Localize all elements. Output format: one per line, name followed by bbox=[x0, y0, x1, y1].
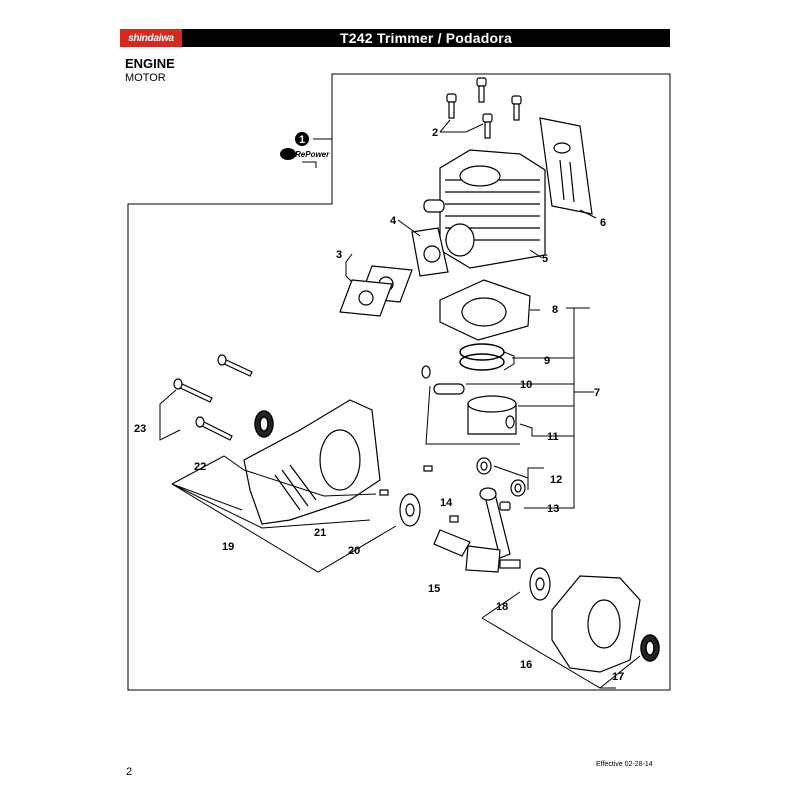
piston-assembly bbox=[421, 365, 517, 435]
callout-21: 21 bbox=[314, 527, 326, 539]
section-title: ENGINE bbox=[125, 56, 175, 71]
heat-shield bbox=[539, 117, 593, 215]
repower-badge: 1 RePower bbox=[280, 132, 332, 168]
callout-19: 19 bbox=[222, 541, 234, 553]
callout-14: 14 bbox=[440, 497, 453, 509]
cylinder bbox=[423, 149, 546, 269]
callout-12: 12 bbox=[550, 474, 562, 486]
cylinder-screws bbox=[446, 77, 522, 139]
badge-number: 1 bbox=[299, 134, 305, 146]
brand-logo: shindaiwa bbox=[120, 29, 182, 47]
crankshaft bbox=[433, 487, 521, 573]
callout-20: 20 bbox=[348, 545, 360, 557]
callout-16: 16 bbox=[520, 659, 532, 671]
diagram-frame bbox=[127, 73, 671, 691]
callout-2: 2 bbox=[432, 127, 438, 139]
callout-13: 13 bbox=[547, 503, 559, 515]
callout-11: 11 bbox=[547, 431, 559, 443]
callout-22: 22 bbox=[194, 461, 206, 473]
crankcase-left bbox=[243, 399, 381, 525]
callout-18: 18 bbox=[496, 601, 508, 613]
crankcase-bolts bbox=[173, 354, 253, 441]
oil-seals bbox=[254, 410, 660, 662]
piston-rings bbox=[459, 343, 505, 371]
badge-brand-text: RePower bbox=[295, 150, 330, 159]
callout-8: 8 bbox=[552, 304, 558, 316]
page-number: 2 bbox=[126, 766, 133, 778]
effective-date: Effective 02-28-14 bbox=[596, 761, 653, 768]
section-subtitle: MOTOR bbox=[125, 72, 166, 84]
cylinder-gasket bbox=[439, 279, 531, 341]
callout-3: 3 bbox=[336, 249, 342, 261]
main-bearings bbox=[379, 465, 551, 601]
intake-gaskets bbox=[339, 265, 413, 317]
callout-9: 9 bbox=[544, 355, 550, 367]
page-title: T242 Trimmer / Podadora bbox=[340, 30, 512, 46]
header-bar: shindaiwa T242 Trimmer / Podadora bbox=[120, 29, 670, 47]
callout-15: 15 bbox=[428, 583, 440, 595]
callout-5: 5 bbox=[542, 253, 548, 265]
insulator-gasket bbox=[411, 227, 449, 277]
callout-17: 17 bbox=[612, 671, 624, 683]
callout-4: 4 bbox=[390, 215, 397, 227]
crankcase-right bbox=[551, 575, 641, 673]
crank-small-parts bbox=[449, 457, 526, 523]
callout-10: 10 bbox=[520, 379, 532, 391]
callout-23: 23 bbox=[134, 423, 146, 435]
callout-7: 7 bbox=[594, 387, 600, 399]
callout-6: 6 bbox=[600, 217, 606, 229]
